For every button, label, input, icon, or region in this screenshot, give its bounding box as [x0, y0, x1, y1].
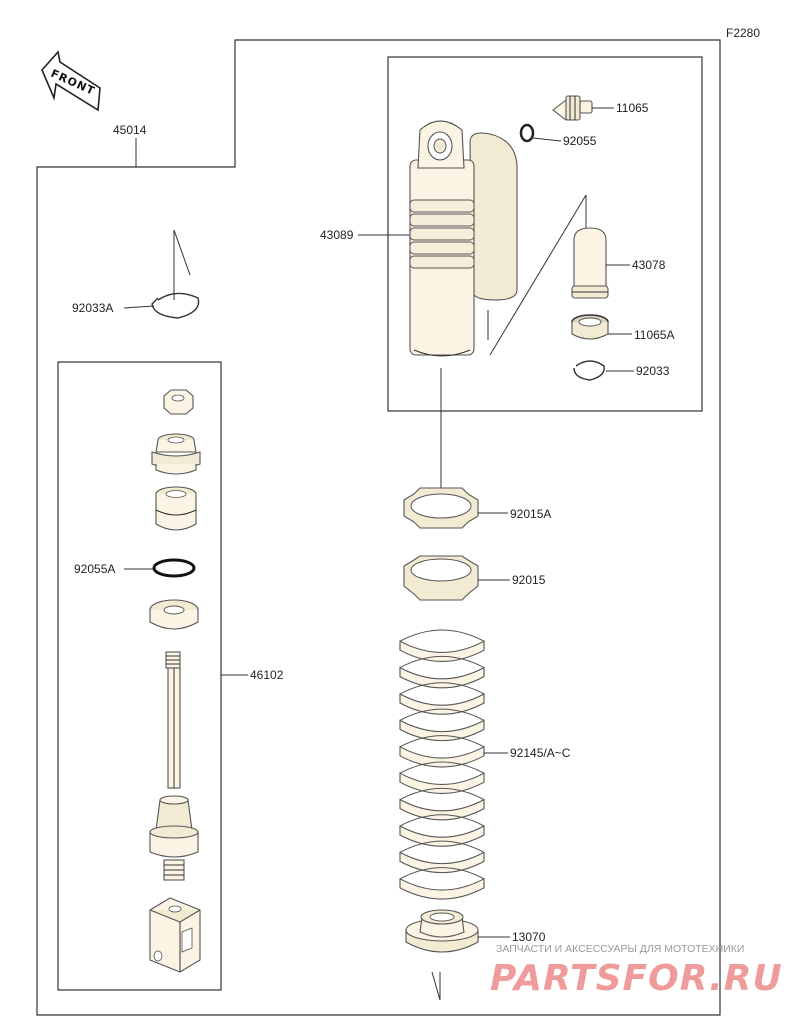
rod-bushing-middle [155, 486, 197, 531]
spring-coil-front [399, 745, 485, 768]
leader-92033A [123, 305, 155, 309]
rod-bumper-part [149, 599, 199, 630]
clevis-part [149, 897, 201, 973]
spring-coil-back [399, 761, 485, 774]
valve-oring-part [519, 123, 535, 143]
spring-coil-back [399, 629, 485, 642]
assembly-frame [36, 39, 721, 1016]
callout-92055: 92055 [563, 134, 597, 148]
spring-coil-front [399, 693, 485, 715]
spring-coil-front [399, 772, 485, 794]
watermark-logo: PARTSFOR.RU [490, 958, 783, 999]
figure-code: F2280 [726, 26, 760, 40]
valve-part [552, 95, 593, 121]
callout-92015A: 92015A [510, 507, 551, 521]
rod-assembly-frame [57, 361, 222, 991]
shock-body-frame [387, 56, 703, 412]
rod-bushing-upper [151, 433, 201, 475]
callout-92033: 92033 [636, 364, 670, 378]
callout-45014: 45014 [113, 123, 147, 137]
callout-92055A: 92055A [74, 562, 115, 576]
callout-43089: 43089 [320, 228, 354, 242]
spring-part [399, 629, 485, 900]
rod-nut-part [163, 389, 194, 415]
spring-coil-back [399, 682, 485, 695]
adjuster-nut-part [403, 555, 479, 601]
top-circlip-part [151, 292, 200, 319]
damper-rod-part [149, 651, 199, 881]
callout-13070: 13070 [512, 930, 546, 944]
spring-coil-back [399, 787, 485, 801]
spring-coil-back [399, 735, 485, 748]
watermark-caption: ЗАПЧАСТИ И АКСЕССУАРЫ ДЛЯ МОТОТЕХНИКИ [496, 943, 744, 955]
shock-body [409, 120, 518, 357]
guide-line [173, 229, 191, 276]
spring-coil-front [399, 719, 485, 742]
leader-92055 [532, 137, 562, 142]
front-arrow-icon: FRONT [41, 50, 101, 112]
callout-92015: 92015 [512, 573, 546, 587]
spring-coil-back [399, 867, 485, 880]
callout-92033A: 92033A [72, 301, 113, 315]
callout-46102: 46102 [250, 668, 284, 682]
lock-nut-part [403, 487, 479, 529]
reservoir-circlip-part [573, 360, 605, 381]
rod-oring-part [152, 558, 196, 578]
callout-43078: 43078 [632, 258, 666, 272]
spring-guide-part [405, 909, 479, 953]
spring-coil-back [399, 840, 485, 853]
guide-line [489, 194, 587, 356]
reservoir-bladder-part [571, 227, 609, 299]
callout-11065: 11065 [616, 101, 649, 115]
reservoir-cap-part [571, 314, 609, 340]
spring-coil-front [399, 825, 485, 847]
spring-coil-front [399, 798, 485, 821]
callout-11065A: 11065A [634, 328, 674, 342]
callout-92145: 92145/A~C [510, 746, 571, 760]
spring-coil-back [399, 655, 485, 669]
spring-coil-back [399, 708, 485, 721]
spring-coil-front [399, 666, 485, 689]
spring-coil-front [399, 851, 485, 874]
spring-coil-front [399, 877, 485, 900]
spring-coil-back [399, 814, 485, 827]
spring-coil-front [399, 640, 485, 662]
guide-line [431, 971, 441, 1001]
